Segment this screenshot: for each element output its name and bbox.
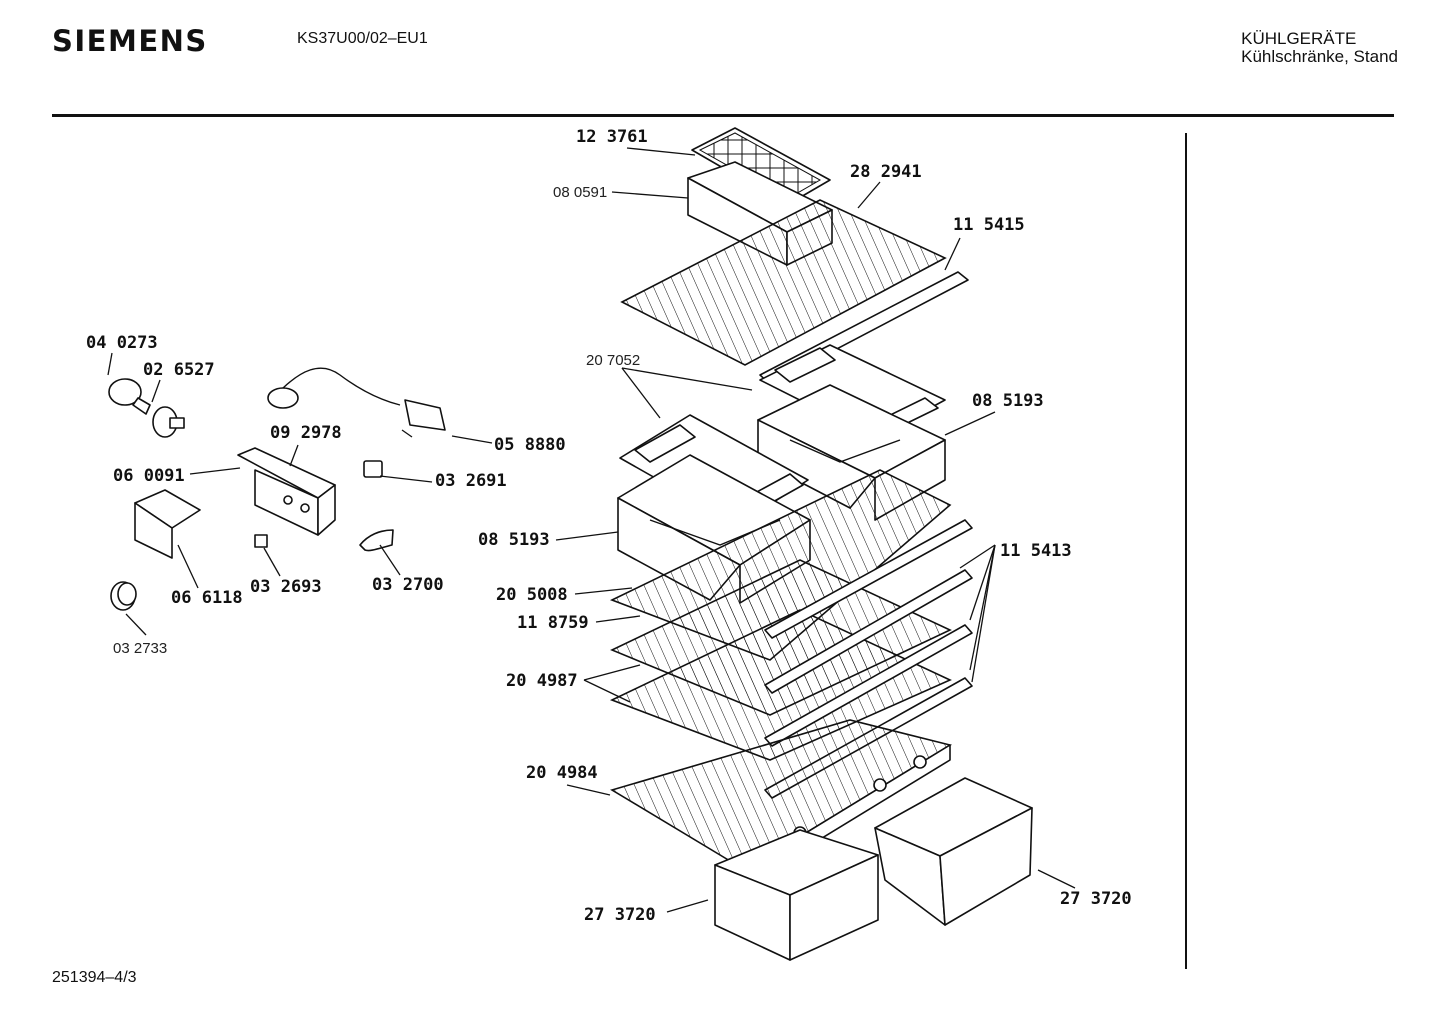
category-block: KÜHLGERÄTE Kühlschränke, Stand bbox=[1241, 30, 1398, 66]
label-09-2978: 09 2978 bbox=[270, 423, 342, 443]
label-27-3720-right: 27 3720 bbox=[1060, 889, 1132, 909]
label-08-0591: 08 0591 bbox=[553, 184, 607, 201]
label-04-0273: 04 0273 bbox=[86, 333, 158, 353]
hinge-bracket bbox=[359, 529, 394, 552]
ice-cube-tray bbox=[691, 127, 831, 206]
label-28-2941: 28 2941 bbox=[850, 162, 922, 182]
label-08-5193-left: 08 5193 bbox=[478, 530, 550, 550]
label-05-8880: 05 8880 bbox=[494, 435, 566, 455]
lamp-cover bbox=[134, 489, 201, 559]
top-glass-shelf bbox=[620, 199, 947, 366]
label-12-3761: 12 3761 bbox=[576, 127, 648, 147]
small-clip bbox=[254, 534, 268, 548]
right-margin-divider bbox=[1185, 133, 1187, 969]
label-20-4984: 20 4984 bbox=[526, 763, 598, 783]
drawing-number: 251394–4/3 bbox=[52, 969, 137, 986]
label-20-5008: 20 5008 bbox=[496, 585, 568, 605]
thermostat-with-capillary bbox=[267, 367, 446, 438]
header-divider bbox=[52, 114, 1394, 117]
label-20-4987: 20 4987 bbox=[506, 671, 578, 691]
model-number: KS37U00/02–EU1 bbox=[297, 30, 428, 47]
vegetable-drawer-left bbox=[714, 829, 879, 961]
vegetable-drawer-right bbox=[874, 777, 1033, 926]
switch-button bbox=[363, 460, 383, 478]
lamp-housing bbox=[237, 447, 336, 536]
lamp-socket bbox=[152, 406, 185, 438]
label-03-2691: 03 2691 bbox=[435, 471, 507, 491]
label-03-2693: 03 2693 bbox=[250, 577, 322, 597]
label-11-5413: 11 5413 bbox=[1000, 541, 1072, 561]
label-11-8759: 11 8759 bbox=[517, 613, 589, 633]
category-subtitle: Kühlschränke, Stand bbox=[1241, 47, 1398, 66]
category-title: KÜHLGERÄTE bbox=[1241, 29, 1357, 48]
label-06-0091: 06 0091 bbox=[113, 466, 185, 486]
cap-plug bbox=[110, 581, 137, 611]
label-02-6527: 02 6527 bbox=[143, 360, 215, 380]
label-03-2700: 03 2700 bbox=[372, 575, 444, 595]
part-labels: 12 3761 08 0591 28 2941 11 5415 20 7052 … bbox=[86, 127, 1132, 925]
label-08-5193-right: 08 5193 bbox=[972, 391, 1044, 411]
label-03-2733: 03 2733 bbox=[113, 640, 167, 657]
label-06-6118: 06 6118 bbox=[171, 588, 243, 608]
label-20-7052: 20 7052 bbox=[586, 352, 640, 369]
leader-lines bbox=[107, 147, 1076, 913]
label-11-5415: 11 5415 bbox=[953, 215, 1025, 235]
brand-logo: SIEMENS bbox=[52, 24, 208, 58]
light-bulb bbox=[108, 378, 151, 415]
label-27-3720-left: 27 3720 bbox=[584, 905, 656, 925]
